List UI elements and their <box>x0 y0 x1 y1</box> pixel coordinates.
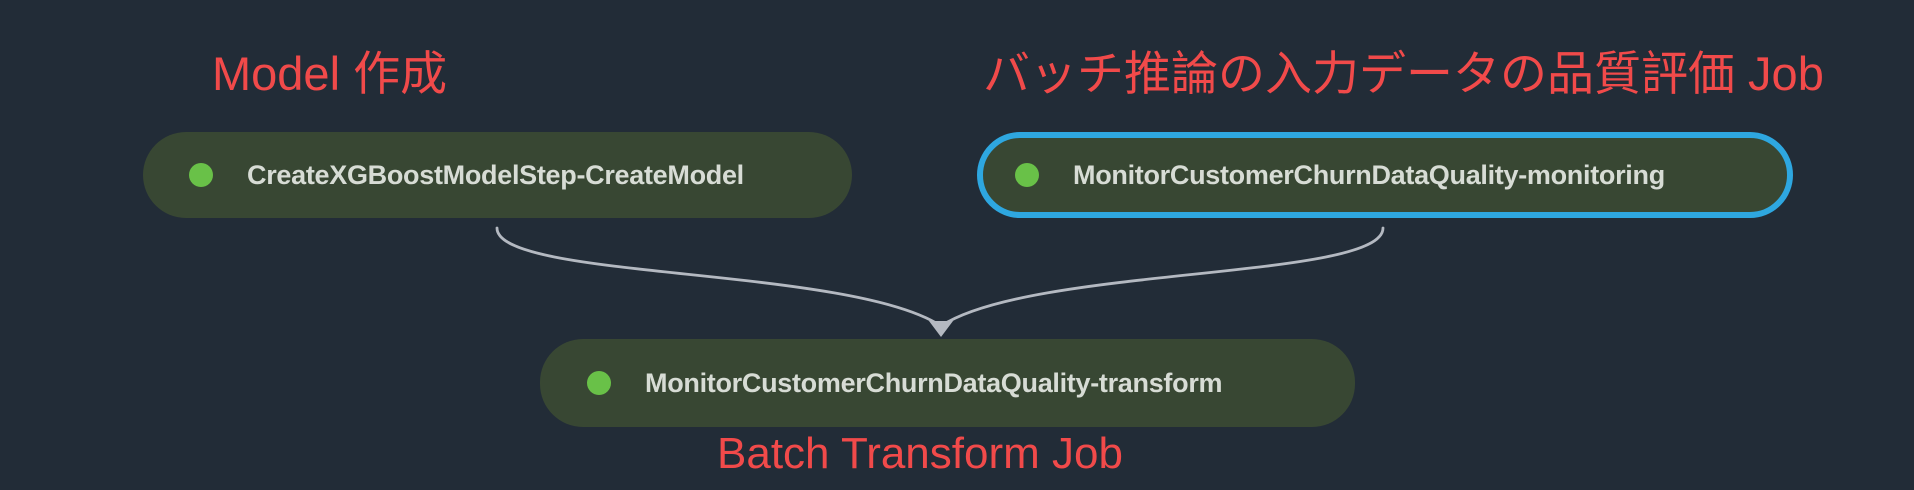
edge-create-model-to-transform <box>495 226 943 328</box>
annotation-batch-transform-job: Batch Transform Job <box>717 429 1123 478</box>
annotation-model-creation: Model 作成 <box>212 47 448 100</box>
node-label: MonitorCustomerChurnDataQuality-monitori… <box>1073 159 1665 190</box>
arrowhead-down-icon <box>929 321 953 337</box>
pipeline-node-transform[interactable]: MonitorCustomerChurnDataQuality-transfor… <box>540 339 1355 427</box>
status-dot-icon <box>1015 163 1039 187</box>
node-label: MonitorCustomerChurnDataQuality-transfor… <box>645 367 1223 398</box>
pipeline-node-monitoring-selected[interactable]: MonitorCustomerChurnDataQuality-monitori… <box>977 132 1793 218</box>
pipeline-node-create-model[interactable]: CreateXGBoostModelStep-CreateModel <box>143 132 852 218</box>
status-dot-icon <box>189 163 213 187</box>
annotation-quality-evaluation-job: バッチ推論の入力データの品質評価 Job <box>983 47 1824 100</box>
status-dot-icon <box>587 371 611 395</box>
edge-monitoring-to-transform <box>939 226 1385 328</box>
node-label: CreateXGBoostModelStep-CreateModel <box>247 159 744 190</box>
